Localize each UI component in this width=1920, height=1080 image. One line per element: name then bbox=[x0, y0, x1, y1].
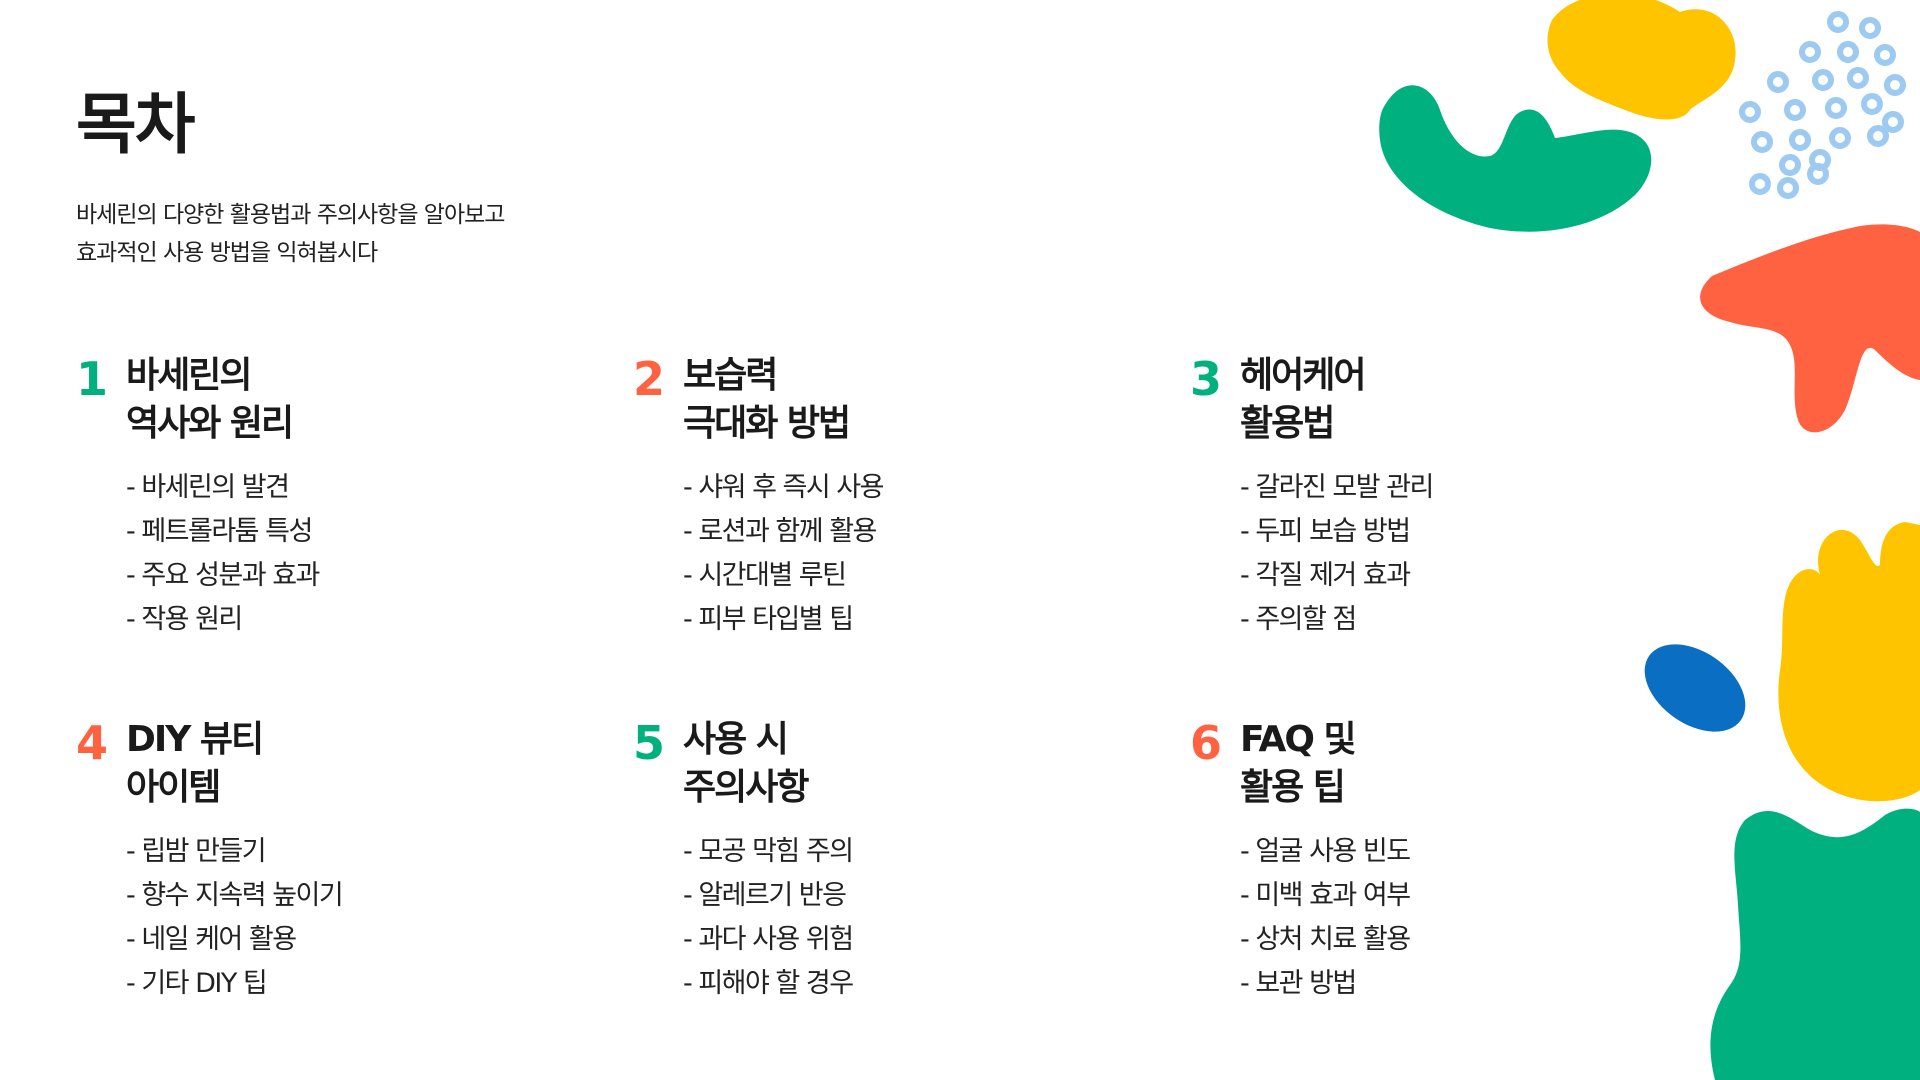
list-item: - 갈라진 모발 관리 bbox=[1240, 472, 1434, 503]
list-item: - 기타 DIY 팁 bbox=[126, 968, 268, 999]
section-title-line-2: 역사와 원리 bbox=[126, 403, 294, 444]
list-item: - 네일 케어 활용 bbox=[126, 924, 297, 955]
section-title-line-2: 활용법 bbox=[1240, 403, 1335, 444]
yellow-blob-top bbox=[1547, 0, 1736, 120]
list-item: - 피부 타입별 팁 bbox=[683, 604, 854, 635]
list-item: - 보관 방법 bbox=[1240, 968, 1357, 999]
light-blue-dots bbox=[1739, 11, 1906, 199]
subtitle-line-2: 효과적인 사용 방법을 익혀봅시다 bbox=[76, 240, 378, 266]
list-item: - 피해야 할 경우 bbox=[683, 968, 854, 999]
list-item: - 각질 제거 효과 bbox=[1240, 560, 1411, 591]
section-title: 헤어케어 활용법 bbox=[1240, 352, 1366, 448]
section-number: 1 bbox=[76, 352, 109, 406]
section-title-line-1: 헤어케어 bbox=[1240, 355, 1366, 396]
section-title-line-2: 아이템 bbox=[126, 767, 221, 808]
list-item: - 얼굴 사용 빈도 bbox=[1240, 836, 1411, 867]
list-item: - 시간대별 루틴 bbox=[683, 560, 847, 591]
section-number: 6 bbox=[1190, 716, 1223, 770]
section-title-line-1: FAQ 및 bbox=[1240, 719, 1357, 760]
section-title-line-2: 활용 팁 bbox=[1240, 767, 1346, 808]
section-title: 사용 시 주의사항 bbox=[683, 716, 809, 812]
section-item-list: - 모공 막힘 주의 - 알레르기 반응 - 과다 사용 위험 - 피해야 할 … bbox=[683, 830, 854, 1006]
section-title-line-2: 극대화 방법 bbox=[683, 403, 851, 444]
page-subtitle: 바세린의 다양한 활용법과 주의사항을 알아보고 효과적인 사용 방법을 익혀봅… bbox=[76, 196, 505, 272]
section-title-line-1: DIY 뷰티 bbox=[126, 719, 264, 760]
orange-blob bbox=[1700, 224, 1920, 433]
list-item: - 로션과 함께 활용 bbox=[683, 516, 877, 547]
subtitle-line-1: 바세린의 다양한 활용법과 주의사항을 알아보고 bbox=[76, 202, 505, 228]
yellow-blob-right bbox=[1778, 522, 1920, 802]
section-title: 보습력 극대화 방법 bbox=[683, 352, 851, 448]
section-title: FAQ 및 활용 팁 bbox=[1240, 716, 1357, 812]
section-item-list: - 바세린의 발견 - 페트롤라툼 특성 - 주요 성분과 효과 - 작용 원리 bbox=[126, 466, 320, 642]
section-number: 5 bbox=[633, 716, 666, 770]
list-item: - 향수 지속력 높이기 bbox=[126, 880, 344, 911]
list-item: - 바세린의 발견 bbox=[126, 472, 290, 503]
section-title-line-1: 바세린의 bbox=[126, 355, 252, 396]
section-title-line-2: 주의사항 bbox=[683, 767, 809, 808]
list-item: - 미백 효과 여부 bbox=[1240, 880, 1411, 911]
list-item: - 립밤 만들기 bbox=[126, 836, 267, 867]
section-title-line-1: 사용 시 bbox=[683, 719, 789, 760]
section-title: 바세린의 역사와 원리 bbox=[126, 352, 294, 448]
section-item-list: - 립밤 만들기 - 향수 지속력 높이기 - 네일 케어 활용 - 기타 DI… bbox=[126, 830, 344, 1006]
section-item-list: - 얼굴 사용 빈도 - 미백 효과 여부 - 상처 치료 활용 - 보관 방법 bbox=[1240, 830, 1411, 1006]
list-item: - 과다 사용 위험 bbox=[683, 924, 854, 955]
section-number: 2 bbox=[633, 352, 666, 406]
section-number: 3 bbox=[1190, 352, 1223, 406]
list-item: - 주요 성분과 효과 bbox=[126, 560, 320, 591]
section-item-list: - 갈라진 모발 관리 - 두피 보습 방법 - 각질 제거 효과 - 주의할 … bbox=[1240, 466, 1434, 642]
section-number: 4 bbox=[76, 716, 109, 770]
list-item: - 샤워 후 즉시 사용 bbox=[683, 472, 884, 503]
page-title: 목차 bbox=[76, 86, 195, 163]
blue-oval bbox=[1644, 644, 1746, 732]
section-item-list: - 샤워 후 즉시 사용 - 로션과 함께 활용 - 시간대별 루틴 - 피부 … bbox=[683, 466, 884, 642]
list-item: - 두피 보습 방법 bbox=[1240, 516, 1411, 547]
section-title: DIY 뷰티 아이템 bbox=[126, 716, 264, 812]
list-item: - 모공 막힘 주의 bbox=[683, 836, 854, 867]
green-blob-bottom bbox=[1710, 808, 1920, 1080]
list-item: - 작용 원리 bbox=[126, 604, 243, 635]
section-title-line-1: 보습력 bbox=[683, 355, 778, 396]
green-blob-top bbox=[1379, 85, 1652, 232]
list-item: - 상처 치료 활용 bbox=[1240, 924, 1411, 955]
list-item: - 주의할 점 bbox=[1240, 604, 1357, 635]
list-item: - 페트롤라툼 특성 bbox=[126, 516, 313, 547]
list-item: - 알레르기 반응 bbox=[683, 880, 847, 911]
